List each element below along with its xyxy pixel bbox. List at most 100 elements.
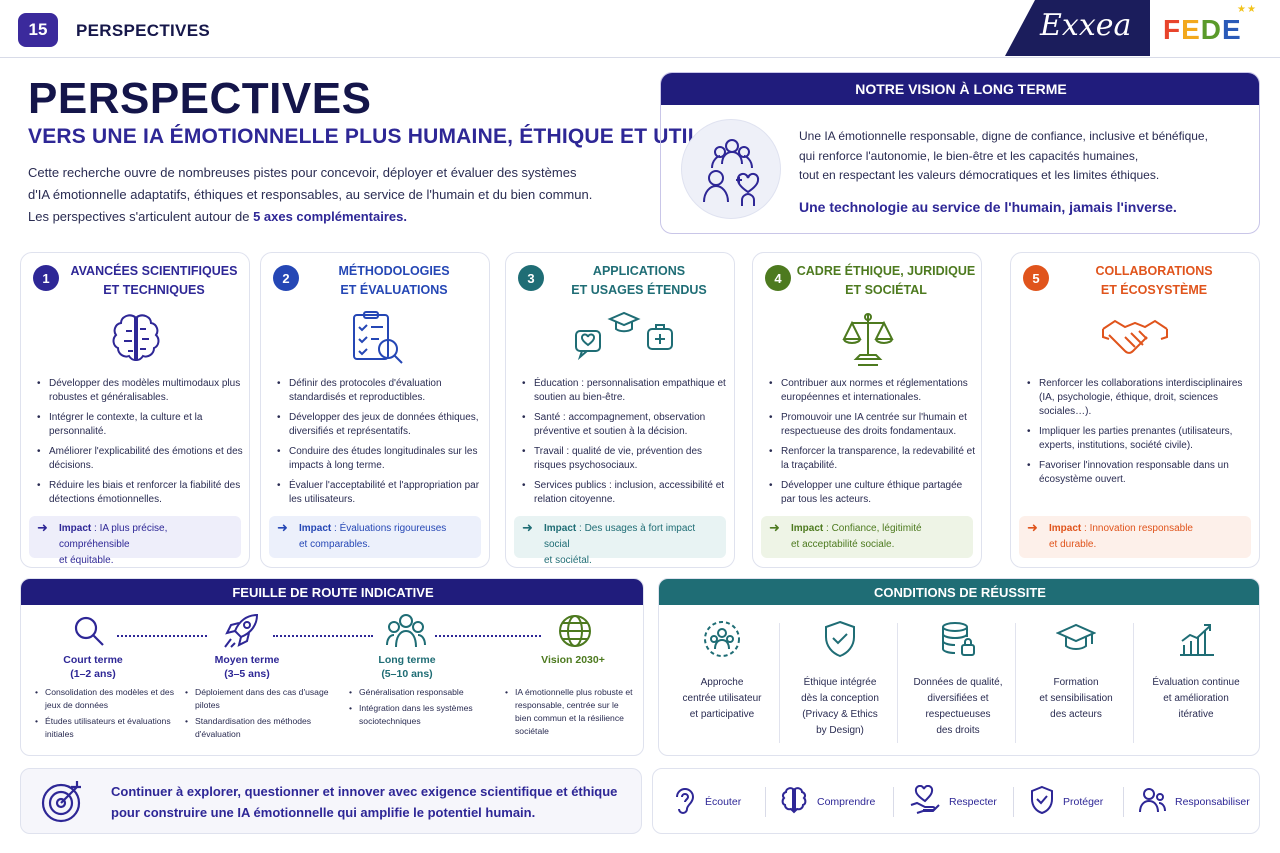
impact-text: et équitable.	[59, 555, 114, 566]
timeline-connector	[435, 635, 541, 637]
arrow-right-icon: ➜	[37, 520, 48, 535]
list-item: Conduire des études longitudinales sur l…	[277, 445, 485, 473]
axis-list: Définir des protocoles d'évaluation stan…	[277, 377, 485, 513]
applications-icon	[568, 309, 678, 369]
phase-title: Vision 2030+	[523, 653, 623, 667]
label-line: Approche	[700, 677, 744, 688]
page-subtitle: VERS UNE IA ÉMOTIONNELLE PLUS HUMAINE, É…	[28, 125, 715, 148]
phase-list: Consolidation des modèles et des jeux de…	[35, 686, 177, 744]
timeline-connector	[273, 635, 373, 637]
list-item: Définir des protocoles d'évaluation stan…	[277, 377, 485, 405]
label-line: dès la conception	[801, 693, 879, 704]
page-number-badge: 15	[18, 13, 58, 47]
intro-line: Les perspectives s'articulent autour de …	[28, 206, 407, 228]
shield-check-icon	[820, 619, 860, 659]
list-item: Travail : qualité de vie, prévention des…	[522, 445, 730, 473]
axis-card-1: 1 AVANCÉES SCIENTIFIQUES ET TECHNIQUES D…	[20, 252, 250, 568]
axis-title: COLLABORATIONS	[1095, 264, 1213, 278]
impact-label: Impact	[299, 523, 332, 534]
divider	[1015, 623, 1016, 743]
phase-duration: (3–5 ans)	[224, 668, 270, 680]
intro-text: Les perspectives s'articulent autour de	[28, 209, 254, 224]
closing-line: pour construire une IA émotionnelle qui …	[111, 805, 536, 820]
list-item: Déploiement dans des cas d'usage pilotes	[185, 686, 335, 712]
divider	[1013, 787, 1014, 817]
label-line: Formation	[1053, 677, 1099, 688]
label-line: Éthique intégrée	[803, 677, 877, 688]
label-line: (Privacy & Ethics	[802, 709, 878, 720]
label-line: by Design)	[816, 725, 864, 736]
vision-tagline: Une technologie au service de l'humain, …	[799, 199, 1177, 215]
roadmap-heading: FEUILLE DE ROUTE INDICATIVE	[21, 579, 643, 605]
axis-title: APPLICATIONS	[592, 264, 686, 278]
handshake-icon	[1099, 309, 1171, 369]
axis-title: ET TECHNIQUES	[103, 283, 205, 297]
arrow-right-icon: ➜	[769, 520, 780, 535]
rocket-icon	[221, 611, 261, 651]
phase-name: Moyen terme	[214, 654, 280, 666]
growth-chart-icon	[1176, 619, 1216, 659]
impact-text: : Innovation responsable	[1081, 523, 1193, 534]
value-item: Protéger	[1029, 785, 1103, 817]
globe-icon	[557, 613, 593, 649]
label-line: et sensibilisation	[1039, 693, 1113, 704]
closing-line: Continuer à explorer, questionner et inn…	[111, 784, 618, 799]
list-item: Généralisation responsable	[349, 686, 499, 699]
list-item: Développer une culture éthique partagée …	[769, 479, 977, 507]
label-line: et amélioration	[1163, 693, 1229, 704]
header-title: PERSPECTIVES	[76, 21, 210, 40]
page-title: PERSPECTIVES	[28, 74, 372, 123]
list-item: Promouvoir une IA centrée sur l'humain e…	[769, 411, 977, 439]
list-item: Renforcer la transparence, la redevabili…	[769, 445, 977, 473]
brain-icon	[779, 785, 809, 820]
list-item: Études utilisateurs et évaluations initi…	[35, 715, 177, 741]
impact-text: : Des usages à fort impact social	[544, 523, 696, 550]
divider	[779, 623, 780, 743]
label-line: et participative	[689, 709, 755, 720]
impact-text: : Confiance, légitimité	[823, 523, 922, 534]
intro-line: Cette recherche ouvre de nombreuses pist…	[28, 165, 577, 180]
impact-label: Impact	[544, 523, 577, 534]
list-item: Développer des modèles multimodaux plus …	[37, 377, 245, 405]
heart-hand-icon	[909, 784, 941, 820]
impact-label: Impact	[791, 523, 824, 534]
roadmap-panel: FEUILLE DE ROUTE INDICATIVE Court terme(…	[20, 578, 644, 756]
value-label: Responsabiliser	[1175, 796, 1250, 808]
vision-line: Une IA émotionnelle responsable, digne d…	[799, 129, 1208, 143]
value-label: Écouter	[705, 796, 742, 808]
phase-list: Déploiement dans des cas d'usage pilotes…	[185, 686, 335, 744]
list-item: Santé : accompagnement, observation prév…	[522, 411, 730, 439]
value-item: Responsabiliser	[1137, 787, 1250, 817]
people-icon	[385, 611, 427, 651]
phase-list: IA émotionnelle plus robuste et responsa…	[505, 686, 637, 741]
label-line: des acteurs	[1050, 709, 1102, 720]
list-item: Éducation : personnalisation empathique …	[522, 377, 730, 405]
condition-label: Formation et sensibilisation des acteurs	[1017, 675, 1135, 723]
axis-list: Renforcer les collaborations interdiscip…	[1027, 377, 1253, 493]
impact-box: ➜ Impact : Des usages à fort impact soci…	[514, 516, 726, 566]
impact-label: Impact	[1049, 523, 1082, 534]
impact-text: et sociétal.	[544, 555, 592, 566]
label-line: diversifiées et	[927, 693, 989, 704]
list-item: Réduire les biais et renforcer la fiabil…	[37, 479, 245, 507]
list-item: Renforcer les collaborations interdiscip…	[1027, 377, 1253, 419]
divider	[1133, 623, 1134, 743]
axis-title: ET SOCIÉTAL	[845, 283, 927, 297]
closing-text: Continuer à explorer, questionner et inn…	[111, 781, 617, 823]
phase-title: Long terme(5–10 ans)	[357, 653, 457, 681]
values-bar: Écouter Comprendre Respecter Protéger Re…	[652, 768, 1260, 834]
condition-item: Formation et sensibilisation des acteurs	[1017, 619, 1135, 749]
list-item: Intégrer le contexte, la culture et la p…	[37, 411, 245, 439]
list-item: IA émotionnelle plus robuste et responsa…	[505, 686, 637, 738]
value-item: Écouter	[673, 787, 741, 817]
stars-icon: ★★	[1237, 4, 1257, 15]
label-line: respectueuses	[925, 709, 991, 720]
phase-name: Vision 2030+	[541, 654, 605, 666]
value-label: Comprendre	[817, 796, 876, 808]
